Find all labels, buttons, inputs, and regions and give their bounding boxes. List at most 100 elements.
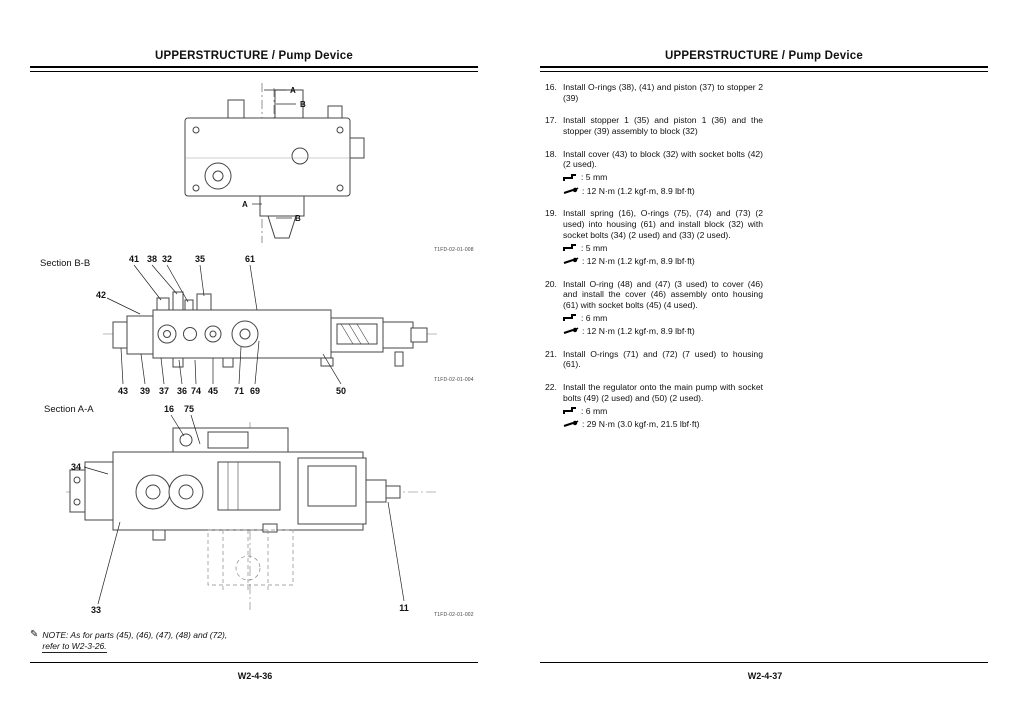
hex-key-icon: [563, 407, 576, 415]
pump-top-outline: [184, 89, 365, 239]
hex-size: : 6 mm: [581, 313, 608, 323]
page-title: UPPERSTRUCTURE / Pump Device: [665, 50, 863, 62]
figure-section-aa: 16 75 34 33 11: [66, 404, 436, 615]
callout-42: 42: [96, 290, 106, 300]
hex-spec: : 6 mm: [563, 313, 763, 324]
hex-key-icon: [563, 173, 576, 181]
callout-71: 71: [234, 386, 244, 396]
step-number: 17.: [545, 115, 557, 126]
right-page-header: UPPERSTRUCTURE / Pump Device: [540, 50, 988, 72]
header-rule: [30, 66, 478, 72]
step-text: Install the regulator onto the main pump…: [563, 382, 763, 403]
callout-37: 37: [159, 386, 169, 396]
callout-34: 34: [71, 462, 81, 472]
hex-key-icon: [563, 244, 576, 252]
callout-38: 38: [147, 254, 157, 264]
left-page: UPPERSTRUCTURE / Pump Device: [30, 50, 478, 681]
footer-rule: [540, 662, 988, 663]
torque-spec: : 29 N·m (3.0 kgf·m, 21.5 lbf·ft): [563, 419, 763, 430]
step-text: Install O-rings (71) and (72) (7 used) t…: [563, 348, 763, 370]
callout-39: 39: [140, 386, 150, 396]
callout-74: 74: [191, 386, 201, 396]
torque-value: : 12 N·m (1.2 kgf·m, 8.9 lbf·ft): [582, 255, 695, 266]
hex-size: : 6 mm: [581, 405, 608, 416]
figure-code-bb: T1FD-02-01-004: [434, 377, 474, 383]
step-number: 19.: [545, 208, 557, 219]
hex-size: : 5 mm: [581, 172, 608, 183]
footer-rule: [30, 662, 478, 663]
section-marker-a-mid: A: [242, 200, 248, 209]
page-number-left: W2-4-36: [237, 671, 273, 681]
step-text: Install O-rings (38), (41) and piston (3…: [563, 82, 763, 103]
section-bb-outline: [112, 291, 428, 368]
step-18: 18. Install cover (43) to block (32) wit…: [545, 149, 763, 197]
callout-33: 33: [91, 605, 101, 615]
torque-value: : 12 N·m (1.2 kgf·m, 8.9 lbf·ft): [582, 326, 695, 337]
torque-wrench-icon: [563, 187, 579, 194]
step-number: 18.: [545, 148, 557, 159]
marker-leaders: [252, 89, 296, 219]
step-20: 20. Install O-ring (48) and (47) (3 used…: [545, 279, 763, 337]
instruction-steps: 16. Install O-rings (38), (41) and pisto…: [545, 82, 763, 442]
callout-41: 41: [129, 254, 139, 264]
callout-50: 50: [336, 386, 346, 396]
callout-35: 35: [195, 254, 205, 264]
hex-key-icon: [563, 314, 576, 322]
callout-75: 75: [184, 404, 194, 414]
section-marker-a-top: A: [290, 86, 296, 95]
callout-61: 61: [245, 254, 255, 264]
callout-69: 69: [250, 386, 260, 396]
hex-spec: : 5 mm: [563, 243, 763, 254]
step-text: Install spring (16), O-rings (75), (74) …: [563, 208, 763, 240]
torque-wrench-icon: [563, 327, 579, 335]
section-marker-b-top: B: [300, 100, 306, 109]
step-number: 16.: [545, 82, 557, 92]
section-bb-label: Section B-B: [40, 258, 91, 269]
step-text: Install cover (43) to block (32) with so…: [563, 148, 763, 170]
step-17: 17. Install stopper 1 (35) and piston 1 …: [545, 115, 763, 136]
section-aa-label: Section A-A: [44, 404, 94, 415]
section-marker-b-mid: B: [295, 214, 301, 223]
step-text: Install stopper 1 (35) and piston 1 (36)…: [563, 115, 763, 136]
section-aa-leaders: [83, 414, 405, 605]
torque-spec: : 12 N·m (1.2 kgf·m, 8.9 lbf·ft): [563, 256, 763, 267]
note-line1: NOTE: As for parts (45), (46), (47), (48…: [42, 630, 228, 640]
page-title: UPPERSTRUCTURE / Pump Device: [155, 50, 353, 62]
step-16: 16. Install O-rings (38), (41) and pisto…: [545, 82, 763, 103]
figure-code-aa: T1FD-02-01-002: [434, 612, 474, 618]
step-number: 20.: [545, 278, 557, 289]
header-rule: [540, 66, 988, 72]
step-19: 19. Install spring (16), O-rings (75), (…: [545, 208, 763, 266]
callout-36: 36: [177, 386, 187, 396]
hex-spec: : 5 mm: [563, 172, 763, 183]
note-text: NOTE: As for parts (45), (46), (47), (48…: [42, 630, 228, 654]
step-22: 22. Install the regulator onto the main …: [545, 382, 763, 430]
figure-pump-top-view: A B A B: [184, 83, 365, 243]
torque-spec: : 12 N·m (1.2 kgf·m, 8.9 lbf·ft): [563, 326, 763, 337]
callout-11: 11: [399, 603, 409, 613]
step-text: Install O-ring (48) and (47) (3 used) to…: [563, 278, 763, 310]
callout-43: 43: [118, 386, 128, 396]
torque-spec: : 12 N·m (1.2 kgf·m, 8.9 lbf·ft): [563, 186, 763, 197]
left-page-header: UPPERSTRUCTURE / Pump Device: [30, 50, 478, 72]
section-bb-leaders: [106, 264, 342, 385]
callout-16: 16: [164, 404, 174, 414]
torque-value: : 12 N·m (1.2 kgf·m, 8.9 lbf·ft): [582, 185, 695, 196]
step-number: 22.: [545, 382, 557, 393]
figure-section-bb: 41 38 32 35 61 42 43 39 37 36 74 45 71 6…: [96, 254, 437, 396]
callout-45: 45: [208, 386, 218, 396]
hex-size: : 5 mm: [581, 242, 608, 253]
torque-wrench-icon: [563, 257, 579, 265]
figure-code-top: T1FD-02-01-008: [434, 247, 474, 253]
callout-32: 32: [162, 254, 172, 264]
step-21: 21. Install O-rings (71) and (72) (7 use…: [545, 349, 763, 370]
hidden-lines: [207, 529, 294, 592]
note-block: ✎ NOTE: As for parts (45), (46), (47), (…: [30, 629, 228, 654]
step-number: 21.: [545, 348, 557, 359]
pencil-note-icon: ✎: [30, 629, 39, 640]
right-page: UPPERSTRUCTURE / Pump Device 16. Install…: [510, 0, 1020, 722]
hex-spec: : 6 mm: [563, 406, 763, 417]
torque-value: : 29 N·m (3.0 kgf·m, 21.5 lbf·ft): [582, 419, 700, 430]
torque-wrench-icon: [563, 420, 579, 428]
